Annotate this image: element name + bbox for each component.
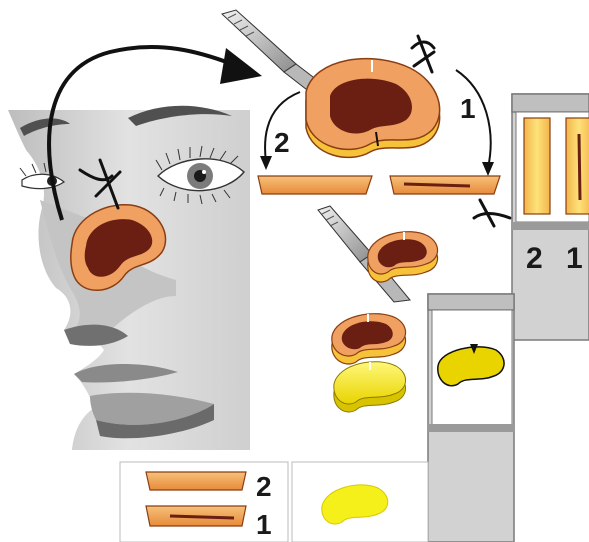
legend-strip-top	[146, 472, 246, 490]
tissue-strip-left	[258, 176, 372, 194]
right-eye-highlight	[202, 170, 206, 174]
legend-box: 2 1	[120, 462, 288, 542]
suture-mark-strip-icon	[474, 200, 510, 226]
jar-left	[524, 118, 550, 214]
tissue-piece-middle	[368, 232, 438, 282]
face-panel	[8, 106, 250, 450]
tissue-strip-right	[390, 176, 500, 194]
suture-mark-top-icon	[412, 36, 434, 72]
legend-label-top: 2	[256, 471, 272, 502]
specimen-box	[292, 462, 428, 542]
split-arrow-left-head	[260, 156, 272, 170]
specimen-cabinet-bottom	[428, 294, 514, 542]
legend-label-bottom: 1	[256, 509, 272, 540]
cabinet-label-right: 1	[566, 242, 583, 275]
step-label-left: 2	[274, 127, 290, 158]
specimen-cabinet-top: 2 1	[512, 94, 589, 340]
step-label-right: 1	[460, 93, 476, 124]
tissue-piece-lower	[332, 314, 406, 364]
jar-right-tumor	[579, 134, 580, 200]
jar-right	[566, 118, 589, 214]
cabinet-label-left: 2	[526, 242, 543, 275]
excised-tissue-ring	[306, 59, 440, 158]
split-arrow-right-head	[482, 162, 494, 176]
specimen-yellow-piece	[334, 362, 406, 412]
